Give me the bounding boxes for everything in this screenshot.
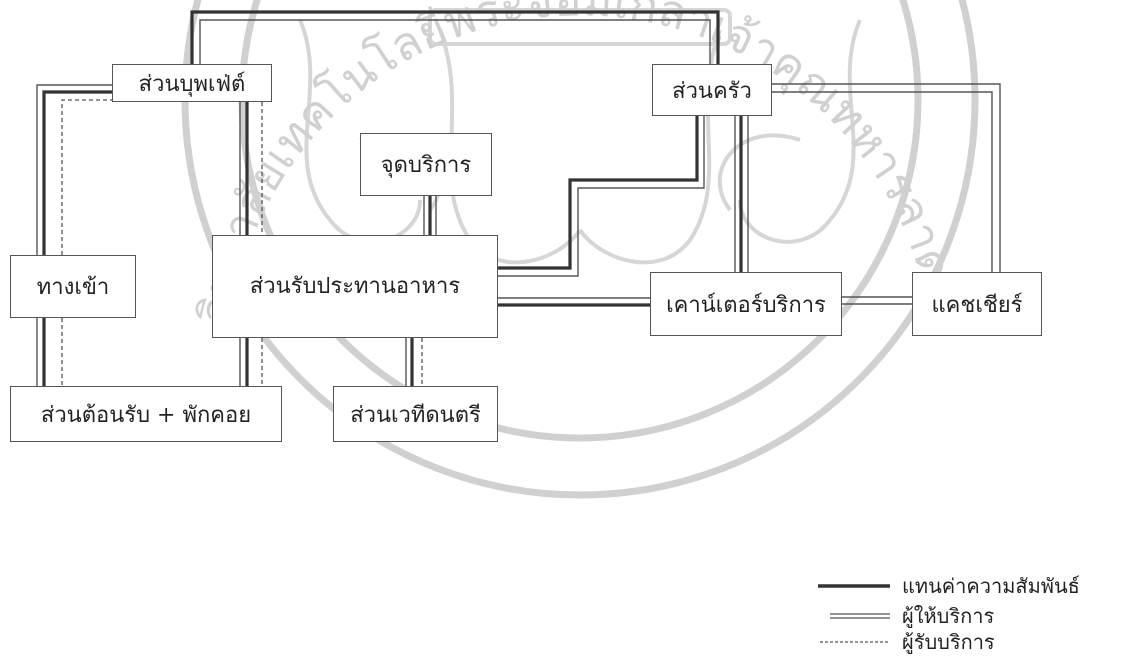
legend-relation-sample bbox=[818, 584, 890, 588]
box-entrance: ทางเข้า bbox=[10, 255, 136, 318]
box-music-stage: ส่วนเวทีดนตรี bbox=[333, 386, 498, 442]
legend-item-relation: แทนค่าความสัมพันธ์ bbox=[816, 572, 1080, 600]
box-dining: ส่วนรับประทานอาหาร bbox=[212, 235, 498, 338]
provider-line-kitchen-dining bbox=[498, 116, 705, 277]
box-reception-lounge: ส่วนต้อนรับ + พักคอย bbox=[10, 386, 282, 442]
legend-relation-label: แทนค่าความสัมพันธ์ bbox=[902, 574, 1080, 598]
box-kitchen-label: ส่วนครัว bbox=[672, 78, 752, 104]
box-dining-label: ส่วนรับประทานอาหาร bbox=[249, 274, 461, 299]
provider-line-buffet-kitchen-top bbox=[199, 19, 711, 64]
receiver-line-entrance-buffet bbox=[61, 99, 112, 255]
box-service-point-label: จุดบริการ bbox=[380, 153, 472, 178]
legend-provider-sample bbox=[830, 613, 890, 619]
box-service-counter-label: เคาน์เตอร์บริการ bbox=[666, 292, 826, 318]
legend-receiver-label: ผู้รับบริการ bbox=[902, 630, 995, 654]
box-buffet-label: ส่วนบุพเฟ่ต์ bbox=[138, 71, 246, 97]
box-service-point: จุดบริการ bbox=[360, 133, 492, 196]
legend-provider-label: ผู้ให้บริการ bbox=[902, 604, 995, 628]
box-buffet: ส่วนบุพเฟ่ต์ bbox=[112, 64, 272, 102]
legend-receiver-sample bbox=[820, 641, 890, 643]
box-kitchen: ส่วนครัว bbox=[652, 64, 772, 116]
provider-line-kitchen-cashier-inner bbox=[772, 91, 993, 272]
provider-line-kitchen-cashier-outer bbox=[772, 83, 1001, 272]
box-reception-lounge-label: ส่วนต้อนรับ + พักคอย bbox=[40, 402, 252, 428]
legend-item-receiver: ผู้รับบริการ bbox=[816, 628, 995, 656]
relation-line-kitchen-dining bbox=[498, 116, 699, 270]
box-service-counter: เคาน์เตอร์บริการ bbox=[650, 272, 842, 336]
legend-item-provider: ผู้ให้บริการ bbox=[816, 602, 994, 630]
box-cashier: แคชเชียร์ bbox=[912, 272, 1042, 336]
provider-line-entrance-buffet bbox=[36, 84, 112, 255]
box-cashier-label: แคชเชียร์ bbox=[931, 292, 1023, 318]
relation-line-entrance-buffet bbox=[42, 90, 112, 255]
box-music-stage-label: ส่วนเวทีดนตรี bbox=[350, 402, 481, 428]
relation-line-buffet-kitchen-top bbox=[190, 10, 720, 64]
box-entrance-label: ทางเข้า bbox=[36, 275, 110, 300]
